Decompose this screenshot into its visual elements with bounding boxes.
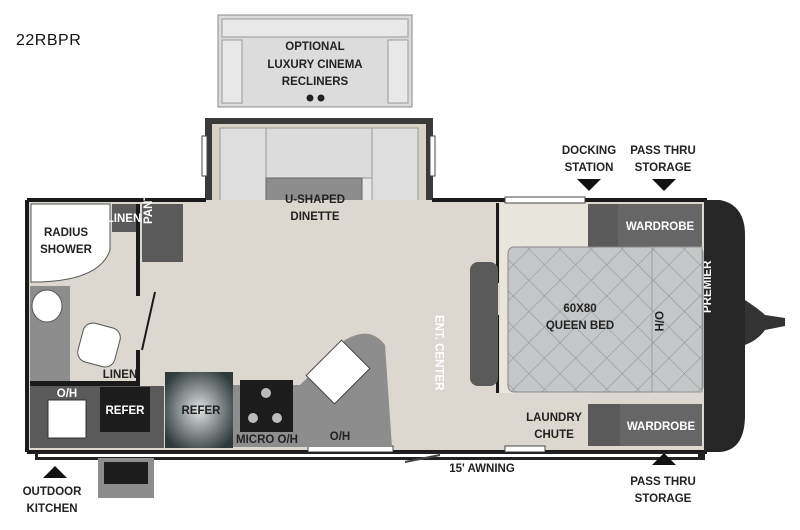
- label-oh-kitchen: O/H: [330, 431, 350, 443]
- optional-recliners: [217, 14, 413, 108]
- label-wardrobe-top: WARDROBE: [626, 221, 695, 233]
- label-refer: REFER: [182, 405, 222, 417]
- pass-thru-bottom-arrow-icon: [652, 453, 676, 465]
- pass-thru-top-arrow-icon: [652, 179, 676, 191]
- label-micro: MICRO O/H: [236, 434, 298, 446]
- label-pass-bottom-2: STORAGE: [635, 493, 692, 505]
- label-pantry: PANTRY: [143, 178, 155, 224]
- docking-station-arrow-icon: [577, 179, 601, 191]
- bathroom: [30, 203, 183, 386]
- brand-logo: PREMIER: [702, 260, 714, 313]
- label-laundry-2: CHUTE: [534, 429, 574, 441]
- bedroom: [470, 203, 704, 446]
- label-pass-top-2: STORAGE: [635, 162, 692, 174]
- label-laundry-1: LAUNDRY: [526, 412, 582, 424]
- label-bed-1: 60X80: [563, 303, 596, 315]
- label-wardrobe-bottom: WARDROBE: [627, 421, 696, 433]
- label-bed-2: QUEEN BED: [546, 320, 614, 332]
- outdoor-kitchen-arrow-icon: [43, 466, 67, 478]
- label-dinette-2: DINETTE: [290, 211, 340, 223]
- label-linen-top: LINEN: [107, 213, 142, 225]
- label-shower-2: SHOWER: [40, 244, 92, 256]
- label-docking-1: DOCKING: [562, 145, 616, 157]
- label-outdoor-1: OUTDOOR: [23, 486, 82, 498]
- label-ent-center: ENT. CENTER: [432, 315, 444, 391]
- label-recliners-1: OPTIONAL: [285, 41, 344, 53]
- label-recliners-2: LUXURY CINEMA: [267, 59, 362, 71]
- label-dinette-1: U-SHAPED: [285, 194, 345, 206]
- front-cap: PREMIER: [702, 200, 785, 452]
- label-linen-bottom: LINEN: [103, 369, 138, 381]
- label-pass-top-1: PASS THRU: [630, 145, 696, 157]
- label-refer-outdoor: REFER: [106, 405, 146, 417]
- label-awning: 15' AWNING: [449, 463, 515, 475]
- model-name: 22RBPR: [16, 32, 82, 49]
- label-outdoor-2: KITCHEN: [26, 503, 77, 515]
- label-pass-bottom-1: PASS THRU: [630, 476, 696, 488]
- label-shower-1: RADIUS: [44, 227, 88, 239]
- label-docking-2: STATION: [565, 162, 614, 174]
- label-oh-outdoor: O/H: [57, 388, 77, 400]
- label-recliners-3: RECLINERS: [282, 76, 349, 88]
- kitchen: [30, 333, 392, 498]
- label-oh-bed: O/H: [652, 311, 664, 331]
